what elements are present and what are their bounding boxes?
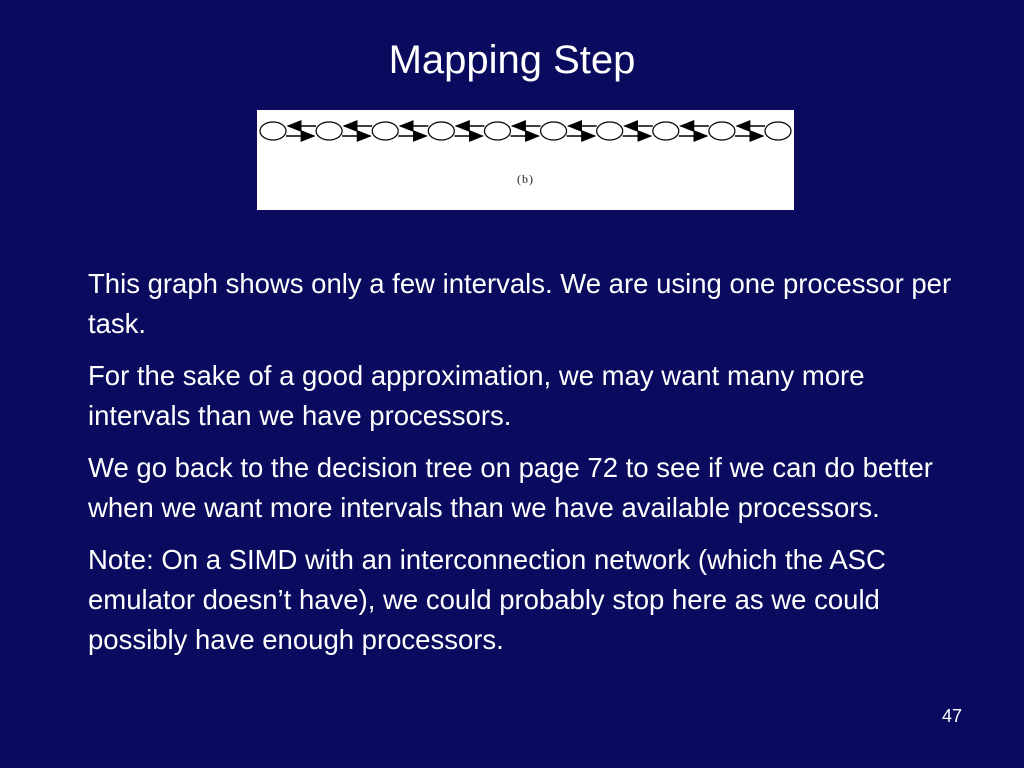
figure-caption: (b): [517, 172, 534, 186]
task-node: [764, 121, 792, 141]
paragraph-2: For the sake of a good approximation, we…: [88, 360, 865, 431]
task-graph: [259, 120, 792, 142]
paragraph-4: Note: On a SIMD with an interconnection …: [88, 544, 886, 655]
page-number: 47: [941, 706, 962, 726]
paragraph-3: We go back to the decision tree on page …: [88, 452, 933, 523]
task-graph-figure: (b): [257, 110, 794, 210]
task-node: [708, 121, 736, 141]
paragraph-1: This graph shows only a few intervals. W…: [88, 268, 952, 339]
task-node: [427, 121, 455, 141]
task-node: [539, 121, 568, 141]
slide-body: This graph shows only a few intervals. W…: [88, 264, 958, 672]
task-node: [371, 121, 399, 141]
task-node: [596, 121, 624, 141]
task-node: [652, 121, 680, 141]
task-node: [259, 121, 287, 141]
task-node: [315, 121, 343, 141]
slide-title: Mapping Step: [388, 38, 636, 82]
task-node: [483, 121, 512, 141]
